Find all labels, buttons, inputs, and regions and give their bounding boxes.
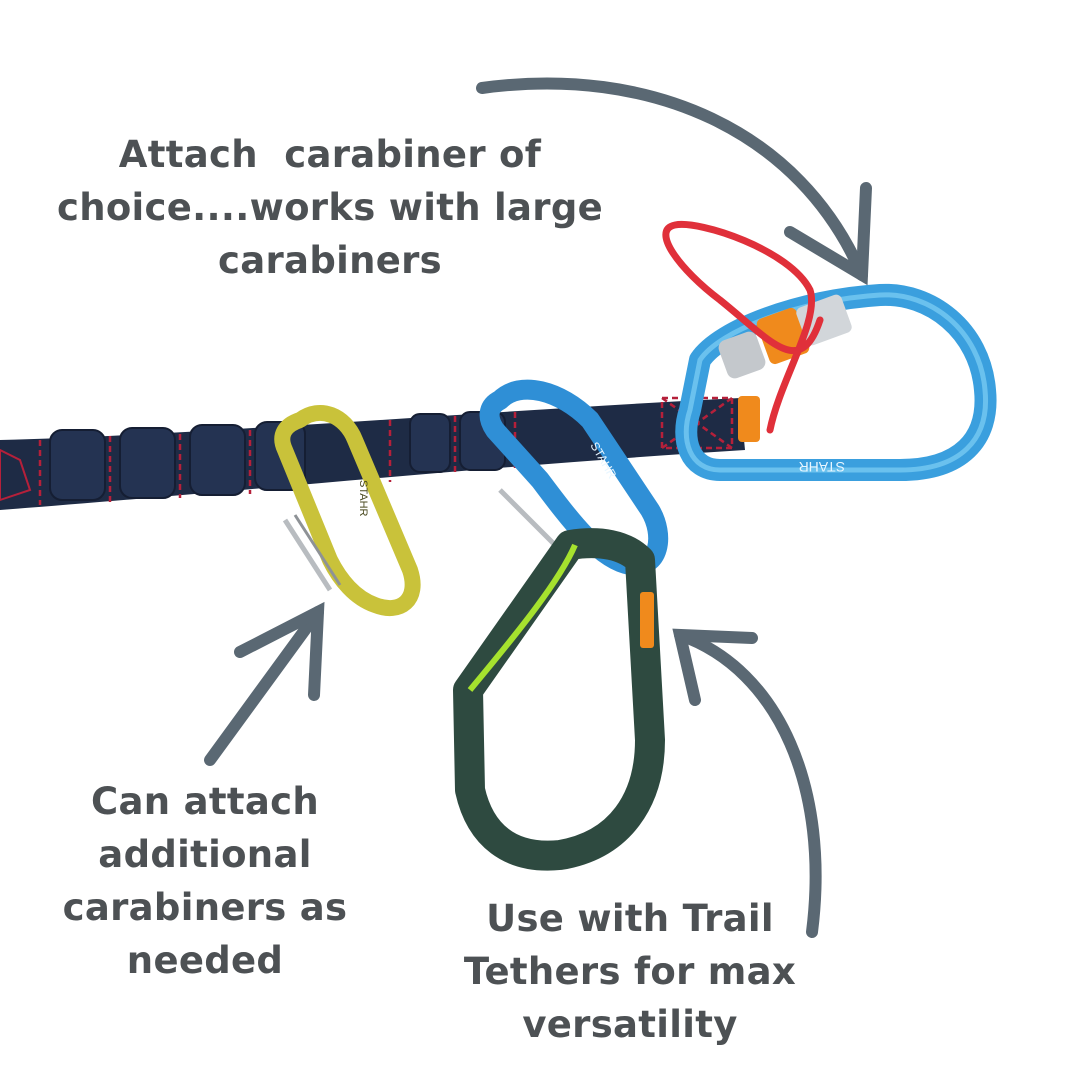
straight-arrow-icon (204, 606, 324, 766)
caption-additional-carabiners: Can attach additional carabiners as need… (20, 775, 390, 987)
arrow-right (672, 628, 822, 938)
caption-line: versatility (522, 1003, 738, 1046)
red-cord-loop (662, 220, 824, 434)
curved-arrow-icon (476, 77, 868, 281)
small-carabiner-brand: STAHR (357, 480, 369, 517)
caption-trail-tethers: Use with Trail Tethers for max versatili… (440, 892, 820, 1051)
large-carabiner-brand: STAHR (799, 459, 845, 475)
trail-tether-loop (453, 528, 665, 871)
caption-line: carabiners as (62, 886, 348, 929)
arrow-left (204, 601, 325, 766)
caption-line: Use with Trail (486, 897, 774, 940)
curved-arrow-icon (674, 629, 822, 938)
caption-line: needed (126, 939, 284, 982)
arrow-top (476, 77, 872, 286)
caption-line: Can attach (91, 780, 319, 823)
yellow-carabiner: STAHR (274, 404, 421, 617)
caption-line: Attach carabiner of (118, 133, 542, 176)
caption-line: additional (98, 833, 312, 876)
orange-tab (738, 396, 760, 442)
caption-attach-carabiner: Attach carabiner of choice....works with… (40, 128, 620, 287)
leash-webbing (0, 396, 760, 510)
caption-line: Tethers for max (463, 950, 797, 993)
caption-line: carabiners (218, 239, 442, 282)
caption-line: choice....works with large (56, 186, 604, 229)
